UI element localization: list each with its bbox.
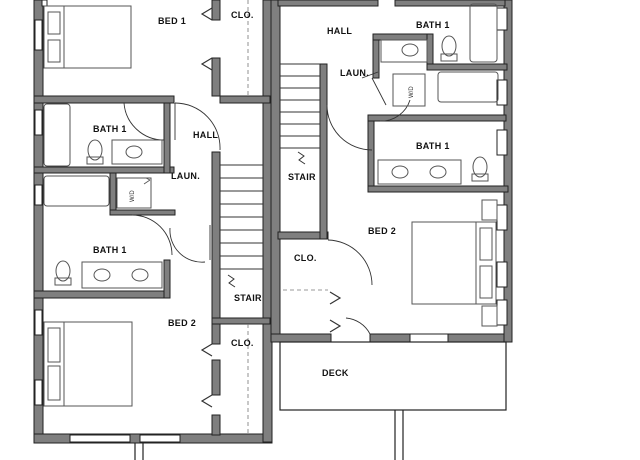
deck bbox=[279, 341, 507, 460]
left-unit-windows bbox=[34, 19, 181, 443]
label-bed-1: BED 1 bbox=[158, 16, 186, 26]
label-laundry-left: LAUN. bbox=[171, 171, 200, 181]
label-laundry-right: LAUN. bbox=[340, 68, 369, 78]
doors bbox=[123, 71, 411, 335]
label-bath-1-upper: BATH 1 bbox=[93, 124, 127, 134]
label-bed-2-left: BED 2 bbox=[168, 318, 196, 328]
label-stair-right: STAIR bbox=[288, 172, 316, 182]
label-closet-bottom: CLO. bbox=[231, 338, 254, 348]
label-bed-2-right: BED 2 bbox=[368, 226, 396, 236]
right-unit-windows bbox=[409, 7, 508, 343]
label-stair-left: STAIR bbox=[234, 293, 262, 303]
label-hall-right: HALL bbox=[327, 26, 352, 36]
label-closet-top: CLO. bbox=[231, 10, 254, 20]
right-unit-labels: HALL BATH 1 LAUN. W/D BATH 1 STAIR BED 2… bbox=[288, 20, 450, 378]
wd-marks bbox=[143, 177, 151, 185]
label-bath-1-lower: BATH 1 bbox=[93, 245, 127, 255]
label-wd-left: W/D bbox=[130, 190, 136, 202]
label-wd-right: W/D bbox=[409, 86, 415, 98]
label-bath-1-upper-right: BATH 1 bbox=[416, 20, 450, 30]
left-stair bbox=[220, 164, 263, 288]
left-posts bbox=[134, 443, 144, 460]
label-deck: DECK bbox=[322, 368, 349, 378]
closet-dashed bbox=[247, 0, 328, 434]
left-unit-walls bbox=[33, 0, 273, 444]
label-bath-1-lower-right: BATH 1 bbox=[416, 141, 450, 151]
left-unit-labels: BED 1 CLO. BATH 1 HALL LAUN. W/D BATH 1 … bbox=[93, 10, 262, 348]
fixtures bbox=[43, 3, 499, 407]
right-stair bbox=[280, 63, 320, 165]
closet-doors bbox=[200, 7, 342, 408]
label-closet-right: CLO. bbox=[294, 253, 317, 263]
label-hall-left: HALL bbox=[193, 130, 218, 140]
